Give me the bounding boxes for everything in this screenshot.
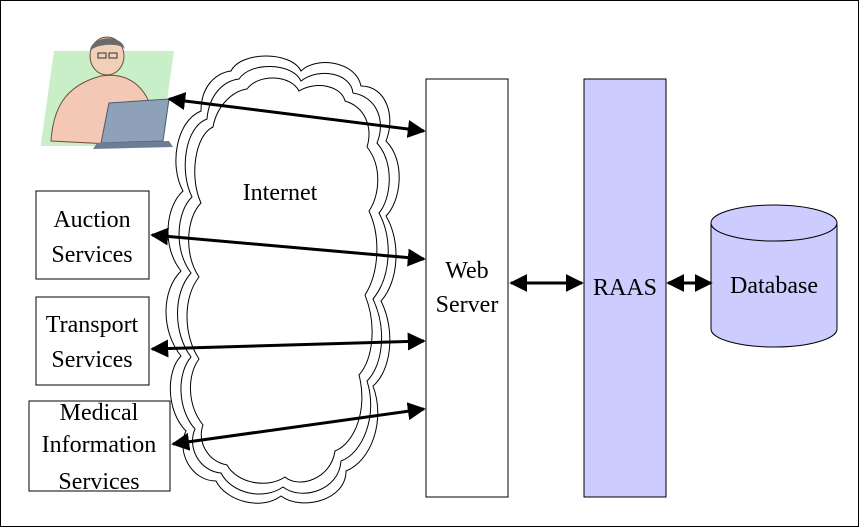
transport-to-webserver-arrow bbox=[150, 332, 426, 358]
web-server-line2: Server bbox=[436, 292, 499, 318]
medical-to-webserver-arrow bbox=[171, 402, 426, 451]
raas-box: RAAS bbox=[583, 78, 667, 498]
transport-services-line1: Transport bbox=[46, 312, 139, 338]
user-at-computer-icon bbox=[40, 36, 174, 149]
database-label: Database bbox=[730, 273, 818, 299]
medical-information-services-box: Medical Information Services bbox=[28, 400, 171, 495]
internet-label: Internet bbox=[243, 180, 318, 206]
medical-services-line2: Information bbox=[42, 432, 157, 458]
auction-services-box: Auction Services bbox=[35, 190, 150, 280]
user-to-webserver-arrow bbox=[167, 92, 426, 138]
web-server-box: Web Server bbox=[425, 78, 509, 498]
transport-services-line2: Services bbox=[51, 347, 132, 373]
database-cylinder: Database bbox=[710, 204, 838, 348]
web-server-line1: Web bbox=[445, 258, 488, 284]
auction-to-webserver-arrow bbox=[150, 227, 426, 267]
auction-services-line1: Auction bbox=[53, 207, 130, 233]
auction-services-line2: Services bbox=[51, 242, 132, 268]
medical-services-line1: Medical bbox=[60, 400, 139, 426]
transport-services-box: Transport Services bbox=[35, 296, 150, 386]
raas-label: RAAS bbox=[593, 275, 657, 301]
medical-services-line3: Services bbox=[58, 469, 139, 495]
